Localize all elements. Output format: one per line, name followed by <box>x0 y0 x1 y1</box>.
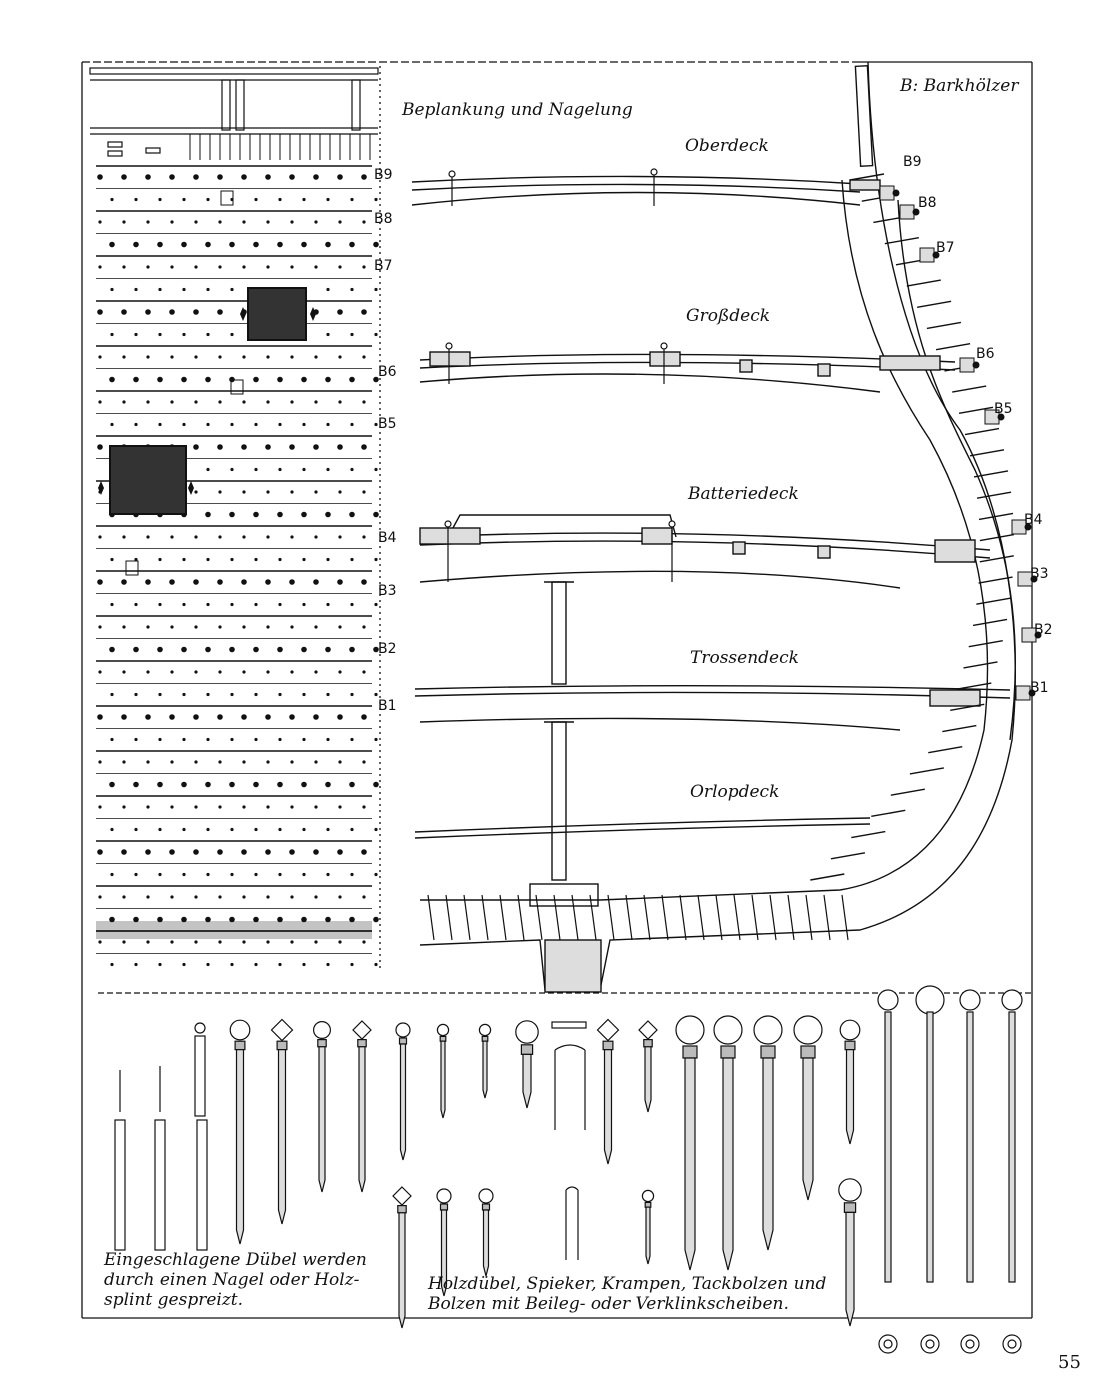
wale-label-left-b3: B3 <box>378 583 397 599</box>
wale-label-right-b3: B3 <box>1030 566 1049 582</box>
wale-label-left-b9: B9 <box>374 167 393 183</box>
deck-label-grossdeck: Großdeck <box>686 306 771 326</box>
wale-label-left-b4: B4 <box>378 530 397 546</box>
wale-label-left-b8: B8 <box>374 211 393 227</box>
wale-label-left-b2: B2 <box>378 641 397 657</box>
rail <box>89 67 379 157</box>
wale-label-right-b2: B2 <box>1034 622 1053 638</box>
wale-label-right-b4: B4 <box>1024 512 1043 528</box>
wale-label-left-b1: B1 <box>378 698 397 714</box>
hull-frames <box>810 173 1015 881</box>
wale-label-right-b6: B6 <box>976 346 995 362</box>
wale-label-right-b7: B7 <box>936 240 955 256</box>
fastener-illustrations <box>114 985 1023 1354</box>
floor-timbers <box>427 894 849 941</box>
wales <box>879 185 1042 701</box>
rail-posts <box>189 134 371 160</box>
wale-label-right-b5: B5 <box>994 401 1013 417</box>
wale-label-right-b1: B1 <box>1030 680 1049 696</box>
deck-label-oberdeck: Oberdeck <box>685 136 769 156</box>
figure-title: Beplankung und Nagelung <box>402 100 633 120</box>
deck-label-batteriedeck: Batteriedeck <box>688 484 799 504</box>
wale-label-right-b9: B9 <box>903 154 922 170</box>
deck-label-trossendeck: Trossendeck <box>690 648 799 668</box>
caption-left: Eingeschlagene Dübel werden durch einen … <box>104 1250 367 1310</box>
caption-right: Holzdübel, Spieker, Krampen, Tackbolzen … <box>428 1274 827 1314</box>
page-number: 55 <box>1058 1352 1081 1373</box>
wale-label-right-b8: B8 <box>918 195 937 211</box>
planking-nails <box>97 174 379 967</box>
figure-frame <box>81 61 1033 1319</box>
wale-label-left-b7: B7 <box>374 258 393 274</box>
gun-port-upper <box>247 287 307 341</box>
gun-port-lower <box>109 445 187 515</box>
wale-label-left-b5: B5 <box>378 416 397 432</box>
legend-label: B: Barkhölzer <box>900 76 1019 96</box>
midship-cross-section <box>411 61 1017 993</box>
planking-strakes <box>96 165 372 954</box>
deck-label-orlopdeck: Orlopdeck <box>690 782 780 802</box>
wale-label-left-b6: B6 <box>378 364 397 380</box>
gun-ports <box>98 190 316 576</box>
deck-bolts <box>444 168 676 582</box>
